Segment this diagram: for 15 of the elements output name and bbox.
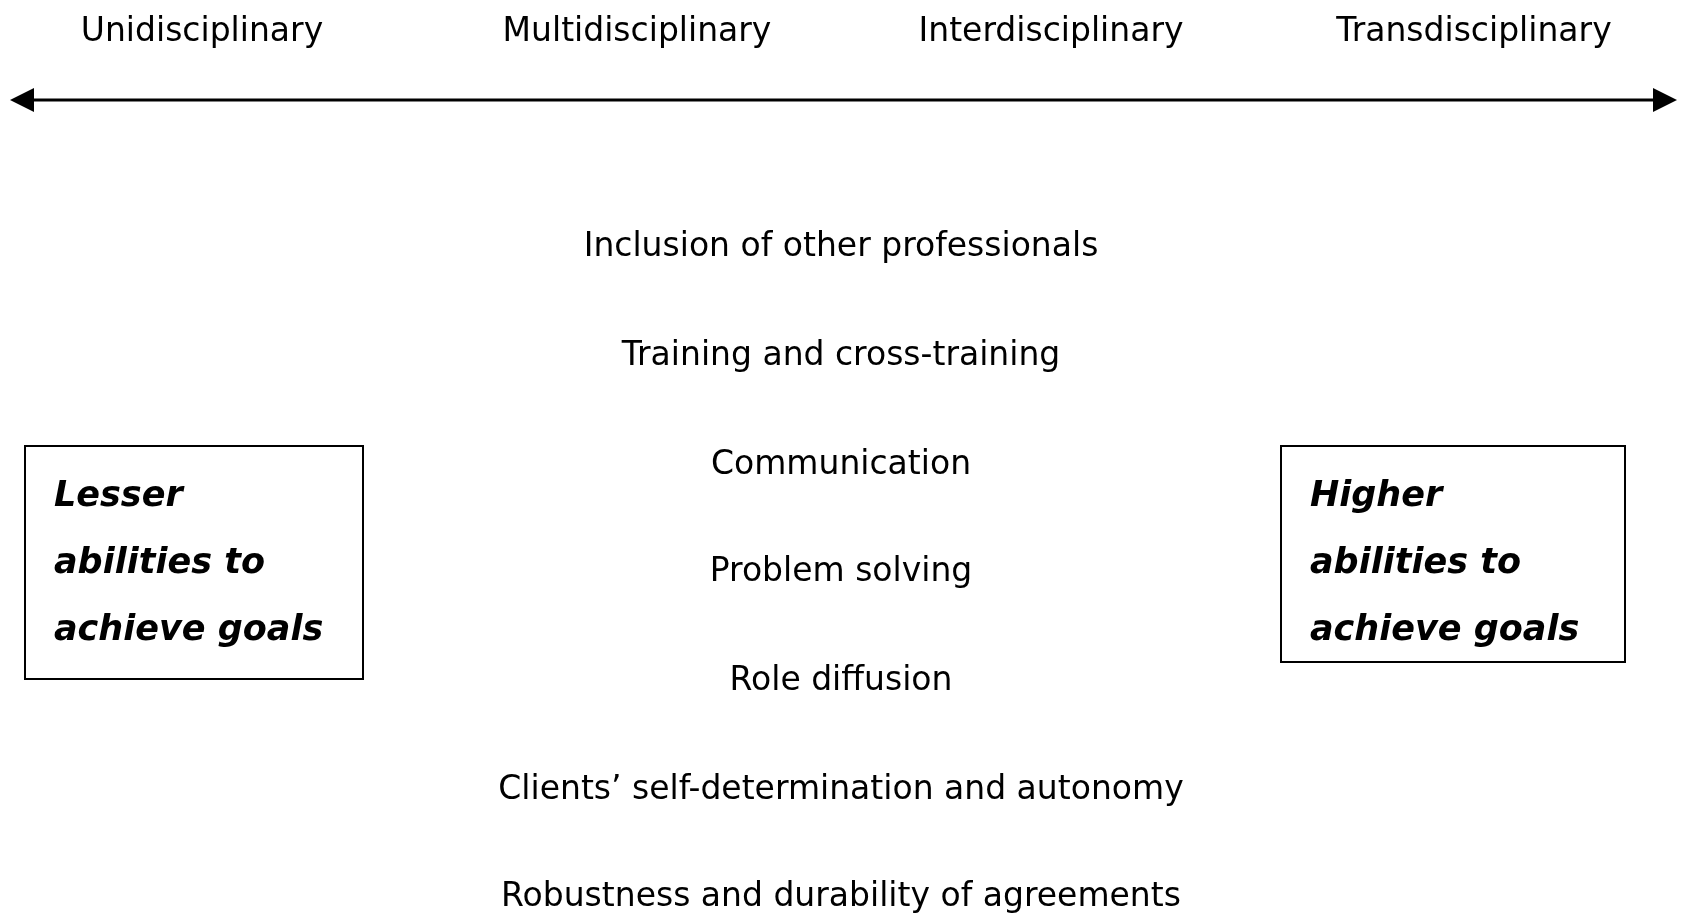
category-label: Transdisciplinary xyxy=(1336,10,1612,50)
category-label: Multidisciplinary xyxy=(502,10,772,50)
factor-label: Clients’ self-determination and autonomy xyxy=(498,768,1184,808)
factor-label: Communication xyxy=(710,443,972,483)
factor-label: Training and cross-training xyxy=(621,334,1061,374)
factor-label: Robustness and durability of agreements xyxy=(501,875,1181,915)
box-text: Higher abilities to achieve goals xyxy=(1310,473,1581,650)
factor-label: Inclusion of other professionals xyxy=(583,225,1099,265)
factor-label: Role diffusion xyxy=(729,659,953,699)
box-text: Lesser abilities to achieve goals xyxy=(54,473,325,650)
category-label: Interdisciplinary xyxy=(918,10,1184,50)
text-box xyxy=(24,445,364,680)
text-box xyxy=(1280,445,1626,663)
category-label: Unidisciplinary xyxy=(80,10,324,50)
factor-label: Problem solving xyxy=(709,550,973,590)
